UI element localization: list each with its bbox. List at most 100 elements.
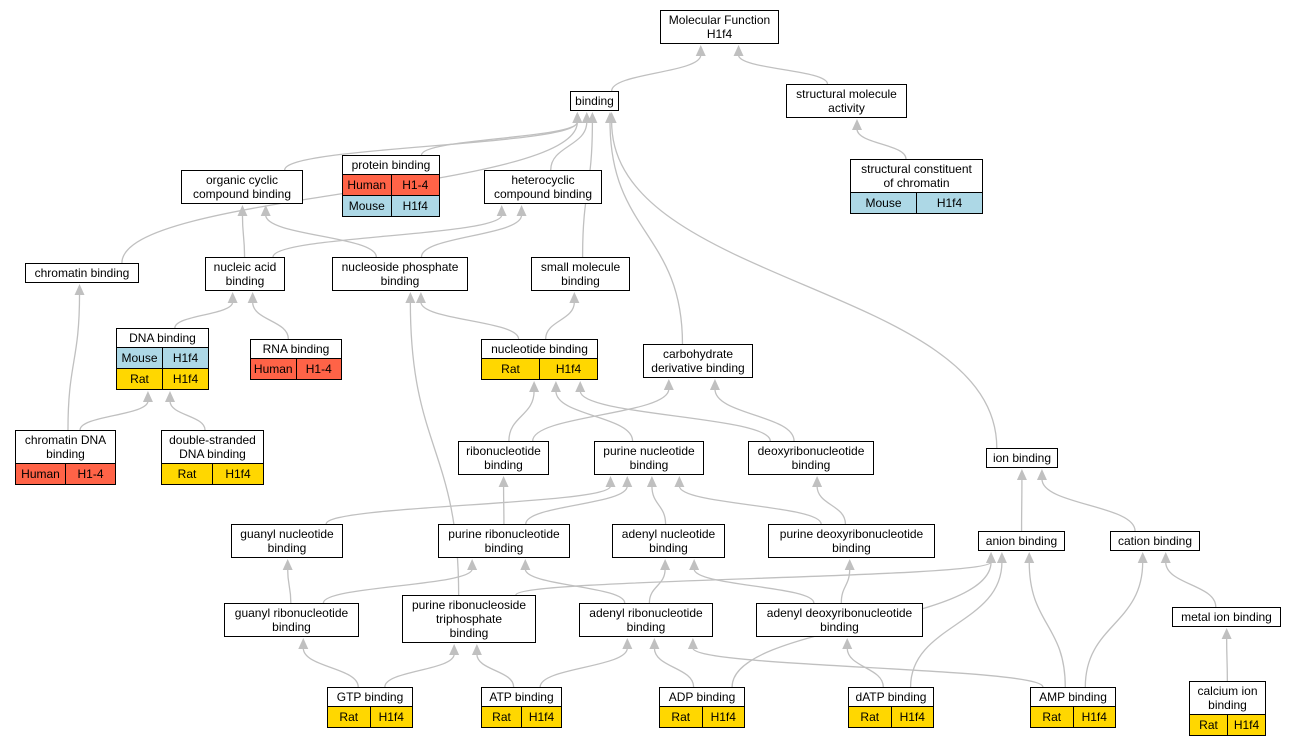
gene-cell: H1f4 (539, 359, 597, 379)
node-label-line: ribonucleotide (466, 444, 541, 458)
node-label-line: compound binding (493, 187, 593, 201)
edge-arrowhead (496, 205, 507, 216)
edge-line (79, 400, 149, 431)
edge-line (678, 485, 822, 525)
edge-arrowhead (852, 119, 862, 130)
go-term-node[interactable]: binding (570, 91, 619, 111)
edge-line (67, 293, 81, 431)
node-label-line: guanyl ribonucleotide (234, 606, 349, 620)
node-label-line: binding (626, 620, 666, 634)
go-term-node[interactable]: anion binding (978, 531, 1065, 551)
edge-arrowhead (687, 638, 698, 649)
species-cell: Rat (1190, 715, 1227, 735)
node-label-line: binding (832, 541, 871, 555)
edge-arrowhead (415, 292, 426, 303)
node-label-line: protein binding (351, 158, 431, 172)
species-cell: Rat (1031, 707, 1073, 727)
node-label-line: purine ribonucleotide (448, 527, 560, 541)
edge-line (420, 121, 578, 156)
node-label-line: compound binding (192, 187, 292, 201)
node-label-line: binding (449, 626, 489, 640)
edge-arrowhead (663, 379, 674, 390)
edge-line (302, 647, 359, 688)
node-label-line: binding (380, 274, 420, 288)
edge-line (550, 121, 588, 171)
node-label: nucleotide binding (482, 340, 597, 358)
go-term-node[interactable]: ion binding (986, 448, 1058, 468)
edge-line (856, 128, 907, 160)
node-label-line: purine ribonucleoside (411, 598, 527, 612)
edge-line (476, 653, 515, 688)
node-label-line: metal ion binding (1181, 610, 1272, 624)
edge-arrowhead (646, 476, 657, 487)
node-label: DNA binding (117, 329, 208, 347)
go-term-node[interactable]: chromatin binding (25, 263, 139, 283)
edge-line (174, 301, 234, 329)
node-label-line: organic cyclic (205, 173, 279, 187)
go-term-node[interactable]: metal ion binding (1172, 607, 1281, 627)
gene-cell: H1f4 (1072, 707, 1115, 727)
gene-cell: H1f4 (162, 348, 208, 368)
node-label-line: calcium ion (1197, 684, 1258, 698)
species-cell: Mouse (117, 348, 162, 368)
edge-arrowhead (1221, 628, 1232, 639)
go-term-node[interactable]: cation binding (1110, 531, 1200, 551)
edge-line (714, 388, 795, 442)
node-label: GTP binding (328, 688, 412, 706)
edge-arrowhead (1160, 552, 1171, 563)
edge-line (816, 485, 847, 525)
node-label: anion binding (979, 532, 1064, 550)
node-label-line: structural constituent (861, 162, 972, 176)
edge-arrowhead (282, 559, 293, 570)
edge-arrowhead (606, 112, 617, 123)
gene-cell: H1f4 (521, 707, 561, 727)
node-label-line: anion binding (985, 534, 1058, 548)
